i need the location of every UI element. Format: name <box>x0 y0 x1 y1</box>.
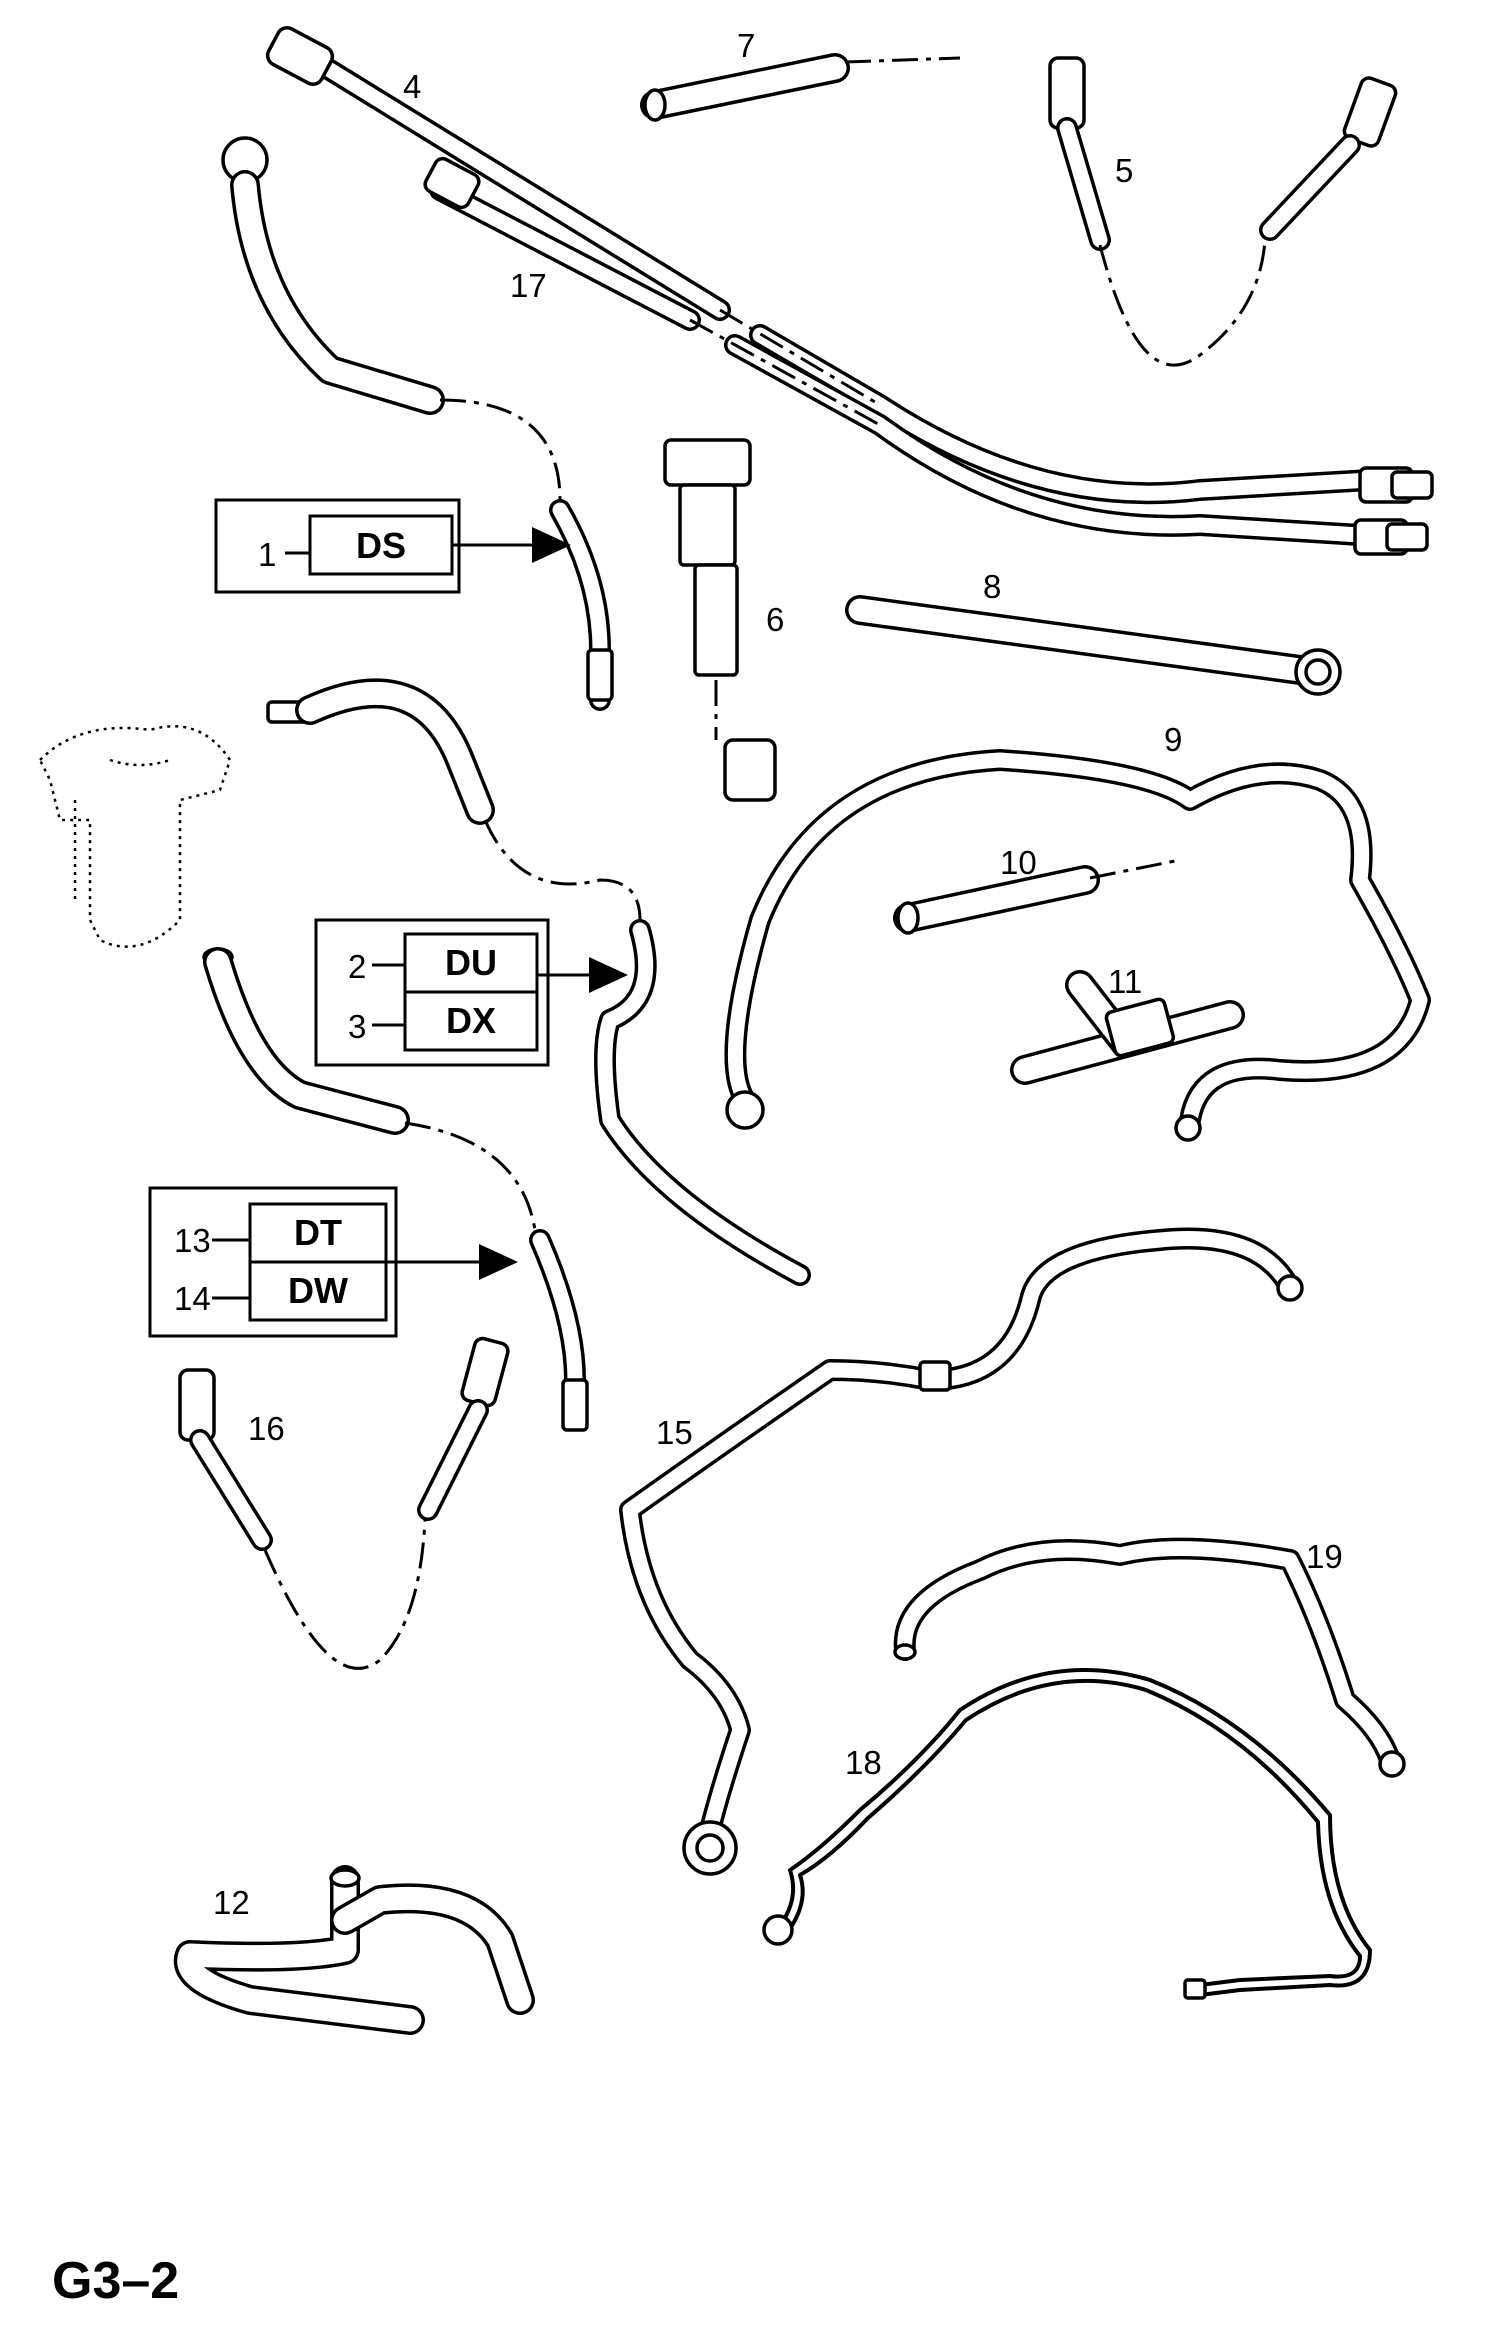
callout-box-dt-dw: 13 14 DT DW <box>148 1186 518 1338</box>
pipe-18 <box>762 1668 1372 2000</box>
code-dt: DT <box>294 1212 342 1253</box>
callout-18: 18 <box>845 1744 882 1781</box>
callout-box-du-dx: 2 3 DU DX <box>314 918 628 1067</box>
pipe-9 <box>724 749 1431 1142</box>
hose-1 <box>221 136 614 711</box>
callout-box-ds: 1 DS <box>214 498 571 594</box>
callout-12: 12 <box>213 1884 250 1921</box>
hose-16 <box>178 1336 510 1670</box>
fuel-filter-housing <box>38 725 232 948</box>
callout-4: 4 <box>403 68 421 105</box>
callout-3: 3 <box>348 1008 366 1045</box>
fuel-line-pair-4-17 <box>265 26 1434 556</box>
callout-1: 1 <box>258 536 276 573</box>
code-dx: DX <box>446 1000 496 1041</box>
pipe-19 <box>893 1537 1406 1778</box>
hose-13-14 <box>202 947 589 1432</box>
callout-19: 19 <box>1306 1538 1343 1575</box>
callout-11: 11 <box>1108 963 1142 1000</box>
page-identifier: G3–2 <box>52 2252 179 2310</box>
t-piece-11 <box>1010 970 1245 1085</box>
code-dw: DW <box>288 1270 348 1311</box>
callout-16: 16 <box>248 1410 285 1447</box>
callout-7: 7 <box>737 27 755 64</box>
callout-5: 5 <box>1115 152 1133 189</box>
hose-8 <box>845 595 1342 696</box>
code-du: DU <box>445 942 497 983</box>
callout-9: 9 <box>1164 721 1182 758</box>
callout-2: 2 <box>348 948 366 985</box>
banjo-bolt-6 <box>663 438 777 802</box>
callout-17: 17 <box>510 267 547 304</box>
callout-10: 10 <box>1000 844 1037 881</box>
callout-15: 15 <box>656 1414 693 1451</box>
hose-5 <box>1048 56 1398 367</box>
callout-6: 6 <box>766 601 784 638</box>
callout-13: 13 <box>174 1222 211 1259</box>
hose-10 <box>893 858 1181 935</box>
hose-2-3 <box>266 678 811 1286</box>
pipe-15 <box>619 1227 1304 1876</box>
callout-14: 14 <box>174 1280 211 1317</box>
code-ds: DS <box>356 525 406 566</box>
hose-12 <box>173 1865 535 2035</box>
callout-8: 8 <box>983 568 1001 605</box>
hose-7 <box>640 53 961 122</box>
